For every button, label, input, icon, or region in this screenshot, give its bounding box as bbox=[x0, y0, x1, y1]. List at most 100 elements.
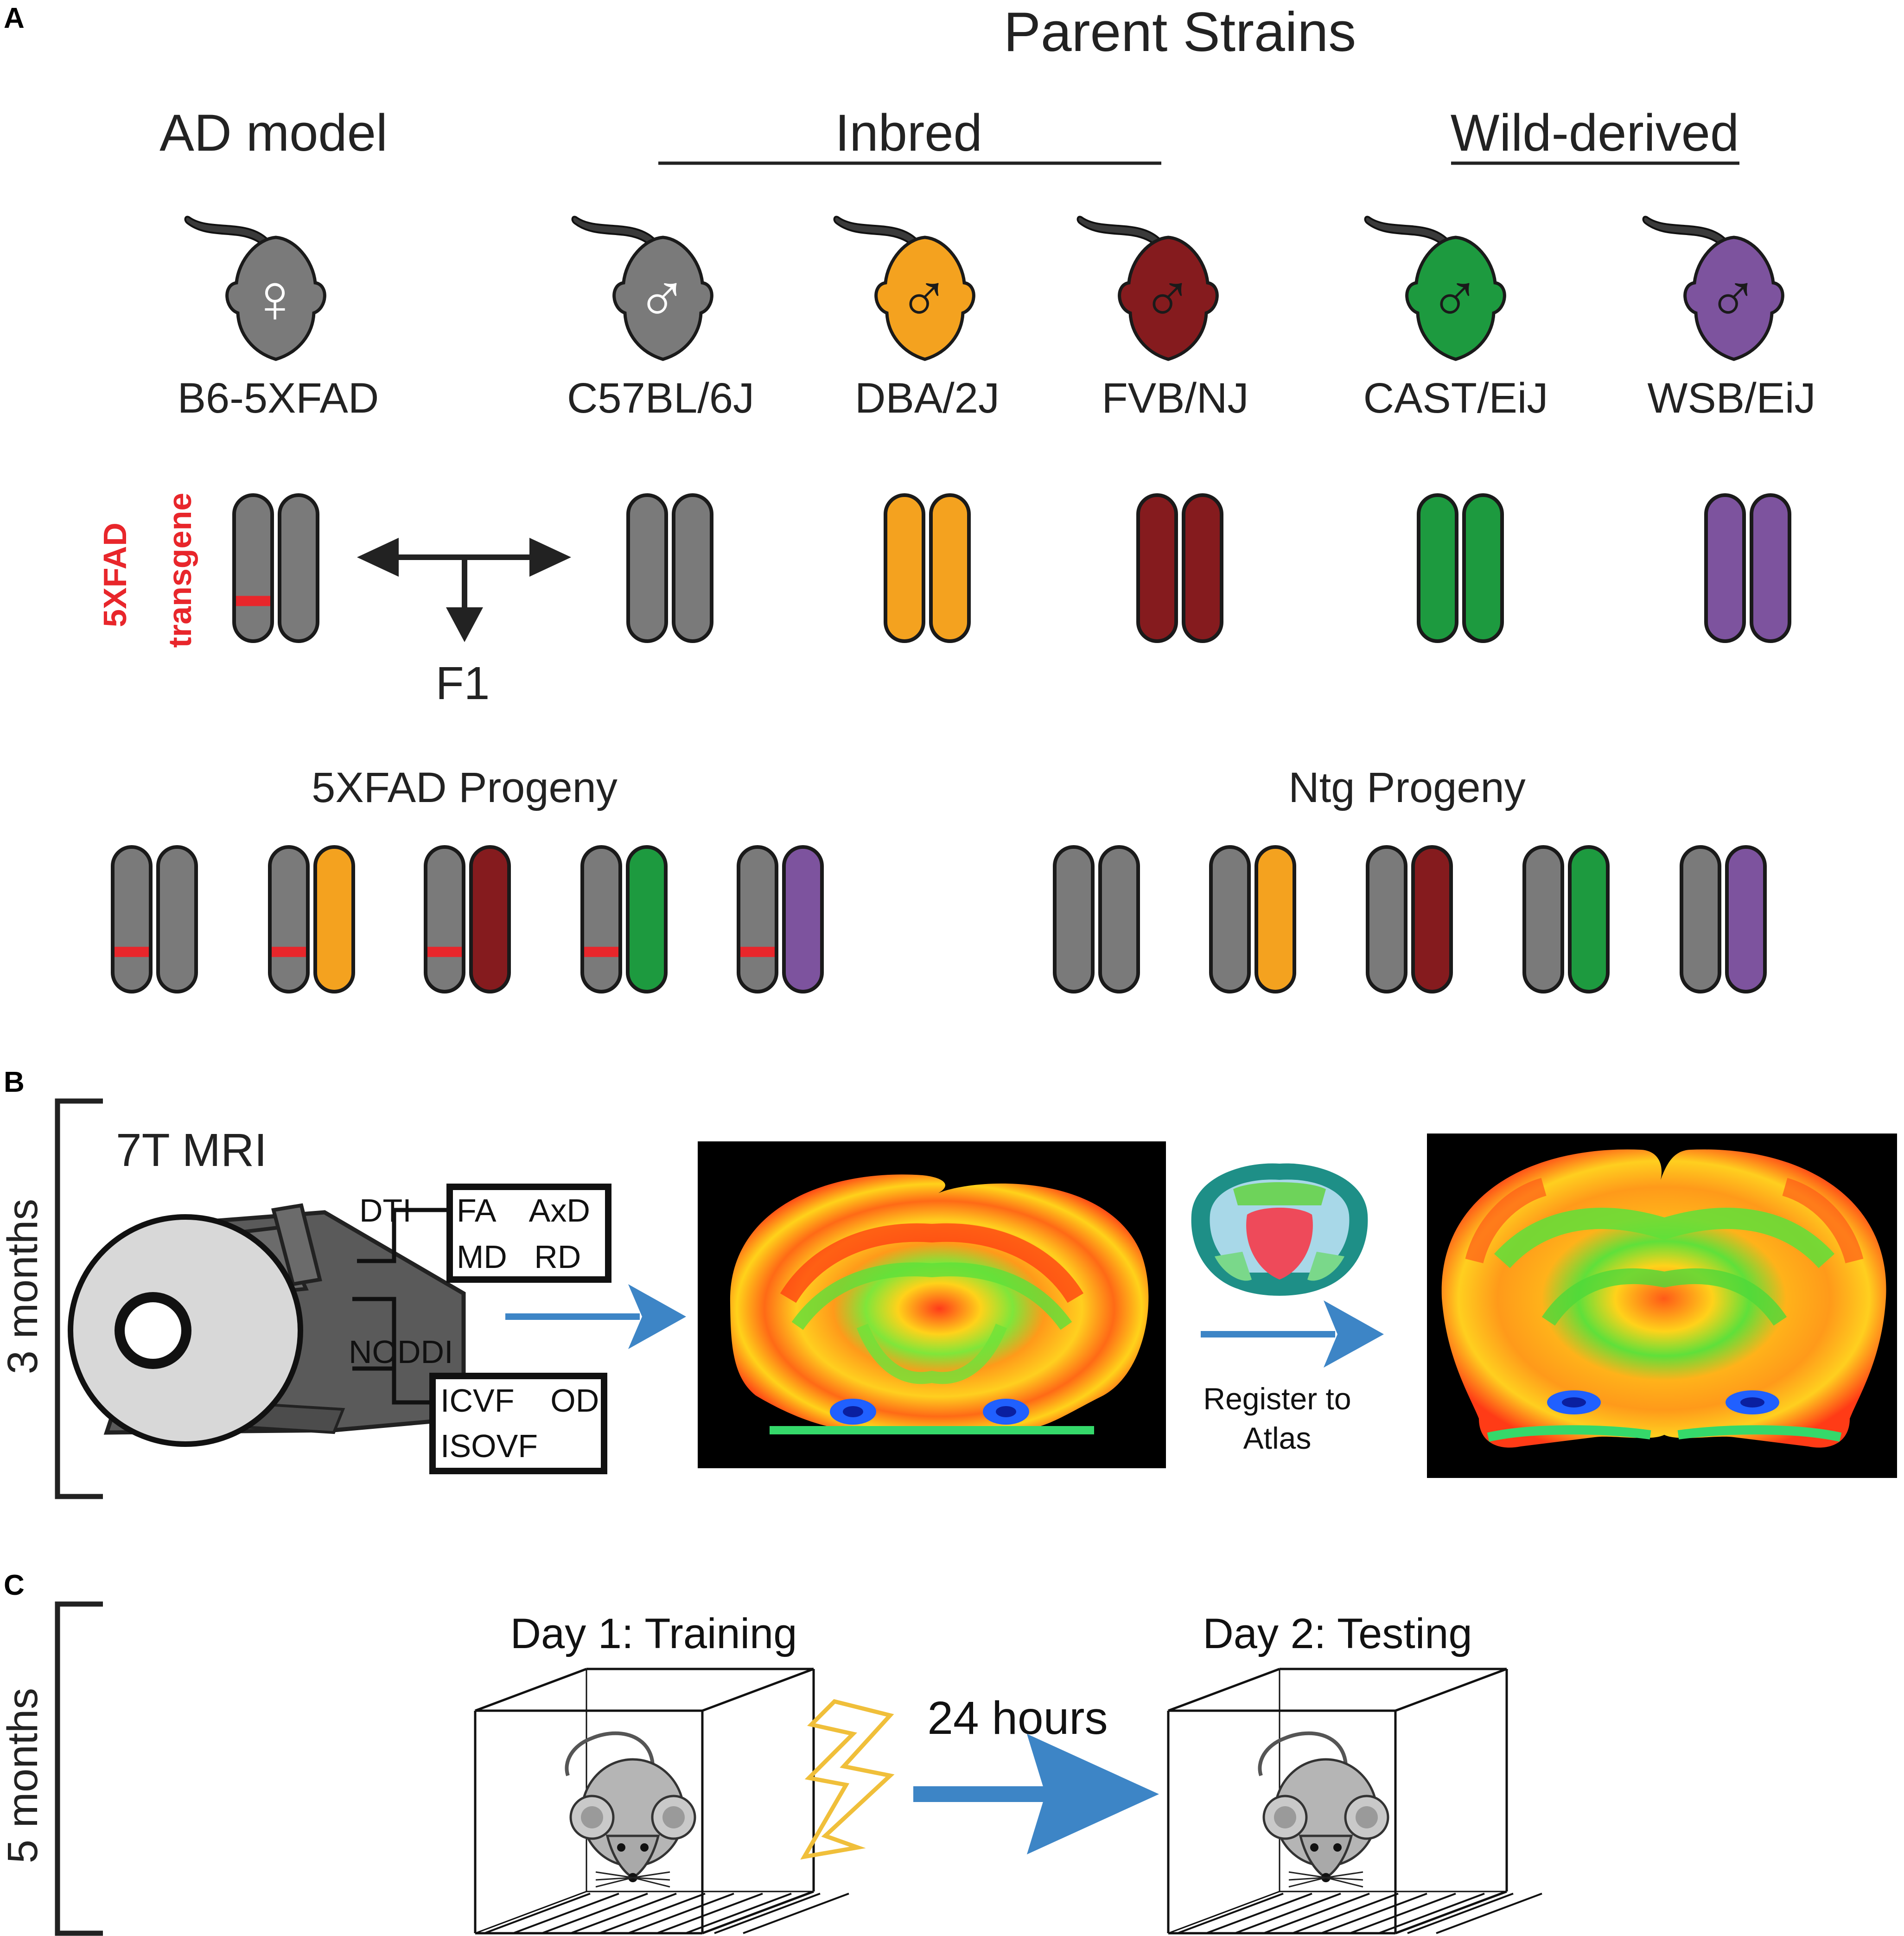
day1-label: Day 1: Training bbox=[510, 1610, 797, 1657]
chromosome bbox=[1254, 845, 1296, 993]
noddi-metrics-box bbox=[429, 1373, 607, 1474]
noddi-metrics-row-1: ICVF OD bbox=[440, 1382, 599, 1419]
mouse-icon bbox=[565, 1731, 696, 1888]
chromosome bbox=[469, 845, 511, 993]
raw-brain-map-image bbox=[698, 1141, 1166, 1468]
f1-label: F1 bbox=[436, 657, 490, 709]
chromosome bbox=[1750, 493, 1791, 643]
chromosome bbox=[1366, 845, 1407, 993]
register-label-line-2: Atlas bbox=[1243, 1421, 1312, 1455]
age-label-5-months: 5 months bbox=[0, 1688, 46, 1863]
chromosome bbox=[278, 493, 319, 643]
transgene-label-5xfad: 5XFAD bbox=[97, 522, 133, 627]
chromosome bbox=[782, 845, 824, 993]
register-label-line-1: Register to bbox=[1203, 1382, 1351, 1416]
chromosome bbox=[1522, 845, 1564, 993]
chromosome bbox=[424, 845, 465, 993]
parent-strains-title: Parent Strains bbox=[1004, 1, 1356, 63]
chromosome bbox=[626, 845, 668, 993]
chromosome-pair bbox=[232, 493, 319, 643]
transgene-band bbox=[115, 947, 149, 957]
chromosome-pair bbox=[884, 493, 971, 643]
dti-metrics-box bbox=[446, 1184, 611, 1283]
chromosome bbox=[156, 845, 198, 993]
mri-scanner-icon bbox=[68, 1203, 466, 1447]
chromosome-pair bbox=[1136, 493, 1223, 643]
arrow-to-raw-map-icon bbox=[505, 1284, 686, 1349]
age-label-3-months: 3 months bbox=[0, 1199, 46, 1374]
panel-b-letter: B bbox=[4, 1066, 25, 1098]
chromosome bbox=[1053, 845, 1095, 993]
interval-arrow-icon bbox=[913, 1734, 1159, 1854]
noddi-label: NODDI bbox=[349, 1334, 453, 1370]
chromosome-pair bbox=[1704, 493, 1791, 643]
chromosome bbox=[1417, 493, 1458, 643]
transgene-band bbox=[584, 947, 618, 957]
chromosome-pair bbox=[1680, 845, 1767, 993]
arrow-register-icon bbox=[1201, 1300, 1384, 1368]
transgene-label-word: transgene bbox=[162, 493, 198, 648]
progeny-ntg-label: Ntg Progeny bbox=[1288, 764, 1525, 811]
mri-label: 7T MRI bbox=[116, 1124, 267, 1176]
mouse-head-icon: ♂ bbox=[1642, 216, 1784, 361]
chromosome-pair bbox=[626, 493, 713, 643]
chromosome bbox=[232, 493, 274, 643]
chromosome-pair bbox=[1053, 845, 1140, 993]
transgene-band bbox=[427, 947, 462, 957]
chromosome bbox=[1136, 493, 1178, 643]
chromosome bbox=[268, 845, 310, 993]
chromosome-pair bbox=[1417, 493, 1504, 643]
panel-c-letter: C bbox=[4, 1569, 25, 1601]
chromosome bbox=[1209, 845, 1251, 993]
mouse-sex-symbol: ♂ bbox=[898, 259, 950, 337]
strain-name-label: C57BL/6J bbox=[567, 375, 754, 422]
chromosome bbox=[1182, 493, 1223, 643]
shock-lightning-icon bbox=[800, 1699, 895, 1860]
testing-cage-icon bbox=[1167, 1668, 1542, 1935]
mouse-sex-symbol: ♂ bbox=[1707, 259, 1759, 337]
panel-a-letter: A bbox=[4, 2, 25, 34]
chromosome bbox=[313, 845, 355, 993]
chromosome-pair bbox=[424, 845, 511, 993]
chromosome bbox=[1725, 845, 1767, 993]
dti-label: DTI bbox=[359, 1192, 412, 1229]
mouse-head-icon: ♂ bbox=[1364, 216, 1506, 361]
transgene-band bbox=[236, 596, 270, 606]
mouse-head-icon: ♂ bbox=[1076, 216, 1219, 361]
progeny-5xfad-label: 5XFAD Progeny bbox=[312, 764, 618, 811]
chromosome bbox=[672, 493, 713, 643]
chromosome bbox=[1568, 845, 1610, 993]
chromosome bbox=[1098, 845, 1140, 993]
chromosome bbox=[1704, 493, 1746, 643]
chromosome bbox=[737, 845, 778, 993]
dti-metrics-row-2: MD RD bbox=[457, 1239, 581, 1275]
dti-noddi-connectors bbox=[352, 1208, 447, 1405]
mouse-head-icon: ♂ bbox=[833, 216, 975, 361]
mouse-sex-symbol: ♂ bbox=[1429, 259, 1481, 337]
age-bracket-5-months bbox=[55, 1601, 103, 1936]
chromosome-pair bbox=[737, 845, 824, 993]
dti-metrics-row-1: FA AxD bbox=[457, 1192, 590, 1229]
noddi-metrics-row-2: ISOVF bbox=[440, 1428, 538, 1464]
chromosome bbox=[111, 845, 153, 993]
chromosome-pair bbox=[111, 845, 198, 993]
interval-label: 24 hours bbox=[927, 1692, 1108, 1744]
ad-model-label: AD model bbox=[159, 104, 388, 162]
chromosome bbox=[1462, 493, 1504, 643]
mouse-icon bbox=[1258, 1731, 1389, 1888]
inbred-label: Inbred bbox=[835, 104, 982, 162]
chromosome-pair bbox=[268, 845, 355, 993]
chromosome bbox=[929, 493, 971, 643]
strain-name-label: FVB/NJ bbox=[1102, 375, 1249, 422]
chromosome-pair bbox=[580, 845, 668, 993]
mouse-head-icon: ♀ bbox=[184, 216, 326, 361]
training-cage-icon bbox=[474, 1668, 849, 1935]
mouse-sex-symbol: ♂ bbox=[1141, 259, 1194, 337]
mouse-sex-symbol: ♀ bbox=[249, 259, 301, 337]
chromosome-pair bbox=[1209, 845, 1296, 993]
age-bracket-3-months bbox=[55, 1098, 103, 1499]
chromosome bbox=[1680, 845, 1721, 993]
chromosome bbox=[1411, 845, 1453, 993]
transgene-band bbox=[272, 947, 306, 957]
